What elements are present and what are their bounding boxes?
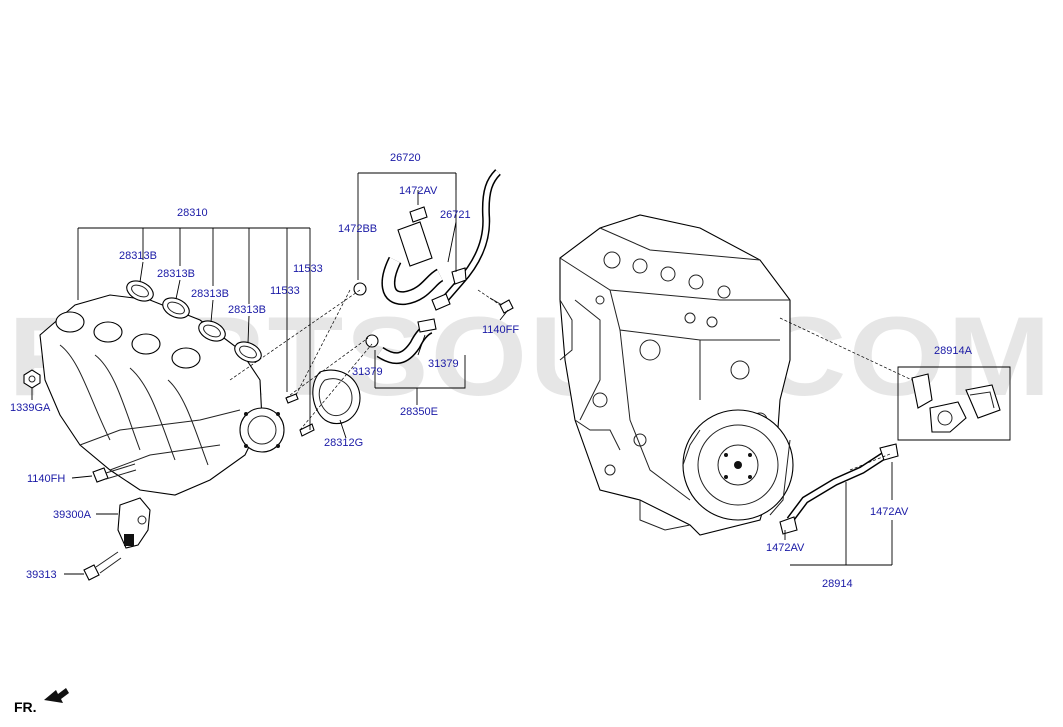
leader-lines: [31, 172, 1011, 575]
callout-26720[interactable]: 26720: [390, 152, 421, 164]
manifold-gaskets: [126, 280, 262, 363]
nut-1339GA: [23, 369, 41, 389]
callout-28312G[interactable]: 28312G: [324, 437, 363, 449]
throttle-gasket: [312, 369, 361, 425]
engine-block-illustration: [559, 214, 794, 536]
callout-31379-left[interactable]: 31379: [352, 366, 383, 378]
callout-28313B-4[interactable]: 28313B: [228, 304, 266, 316]
callout-28313B-3[interactable]: 28313B: [191, 288, 229, 300]
callout-39300A[interactable]: 39300A: [53, 509, 92, 521]
map-sensor: [117, 497, 151, 549]
callout-28914[interactable]: 28914: [822, 578, 853, 590]
callout-11533-1[interactable]: 11533: [293, 263, 323, 275]
callout-labels: 26720 1472AV 1472BB 26721 1140FF 28310 2…: [10, 152, 973, 715]
callout-28310[interactable]: 28310: [177, 207, 208, 219]
callout-39313[interactable]: 39313: [26, 569, 57, 581]
callout-28350E[interactable]: 28350E: [400, 406, 438, 418]
callout-11533-2[interactable]: 11533: [270, 285, 300, 297]
callout-1140FH[interactable]: 1140FH: [27, 473, 65, 485]
callout-28313B-2[interactable]: 28313B: [157, 268, 195, 280]
callout-1140FF[interactable]: 1140FF: [482, 324, 519, 336]
intake-manifold-illustration: [39, 294, 285, 496]
hose-28350E: [365, 318, 437, 365]
callout-1472AV-right[interactable]: 1472AV: [870, 506, 909, 518]
callout-1472AV-bottom[interactable]: 1472AV: [766, 542, 805, 554]
pcv-hose: [353, 206, 444, 306]
bolt-39313: [83, 551, 122, 581]
hose-28914: [779, 443, 899, 535]
callout-1472AV-top[interactable]: 1472AV: [399, 185, 438, 197]
callout-28914A[interactable]: 28914A: [934, 345, 973, 357]
bolt-1140FF: [489, 297, 514, 314]
callout-31379-right[interactable]: 31379: [428, 358, 459, 370]
callout-26721[interactable]: 26721: [440, 209, 471, 221]
fr-label: FR.: [14, 699, 37, 715]
callout-28313B-1[interactable]: 28313B: [119, 250, 157, 262]
front-arrow-icon: [44, 688, 69, 703]
purge-valve: [911, 373, 1001, 433]
callout-1339GA[interactable]: 1339GA: [10, 402, 51, 414]
breather-pipe: [431, 169, 501, 311]
callout-1472BB[interactable]: 1472BB: [338, 223, 377, 235]
studs: [285, 393, 315, 437]
bolt-1140FH: [92, 463, 137, 483]
